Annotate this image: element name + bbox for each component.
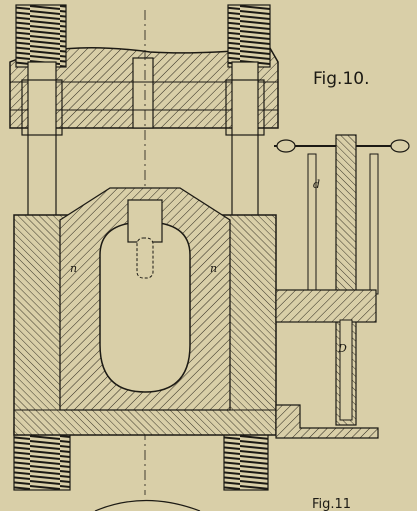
upper-valve-mark: d: [313, 178, 320, 191]
left-mark: n: [70, 262, 77, 275]
valve-assembly: [274, 134, 410, 439]
next-figure-fragment: [94, 499, 201, 511]
right-mark: n: [210, 262, 217, 275]
cylinder-body: [13, 187, 277, 436]
figure-caption: Fig.10.: [313, 69, 370, 89]
figure-caption-partial: Fig.11: [312, 497, 351, 511]
lower-valve-mark: D: [337, 342, 347, 355]
